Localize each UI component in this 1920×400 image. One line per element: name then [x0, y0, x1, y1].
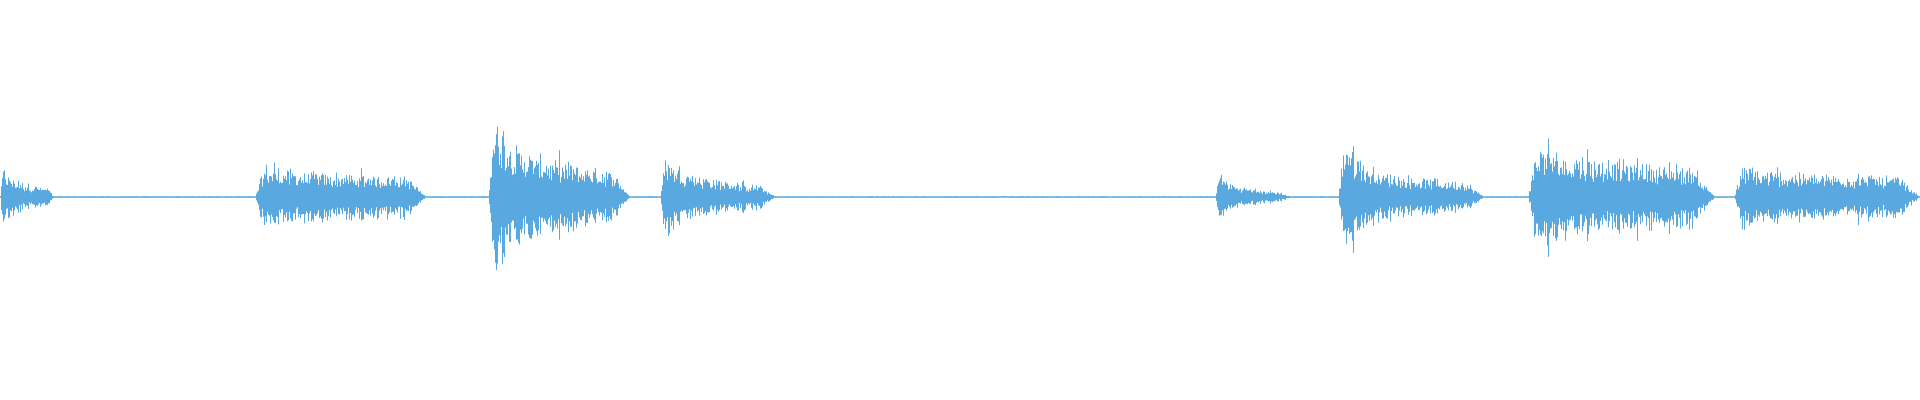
waveform-trace [0, 126, 1920, 270]
